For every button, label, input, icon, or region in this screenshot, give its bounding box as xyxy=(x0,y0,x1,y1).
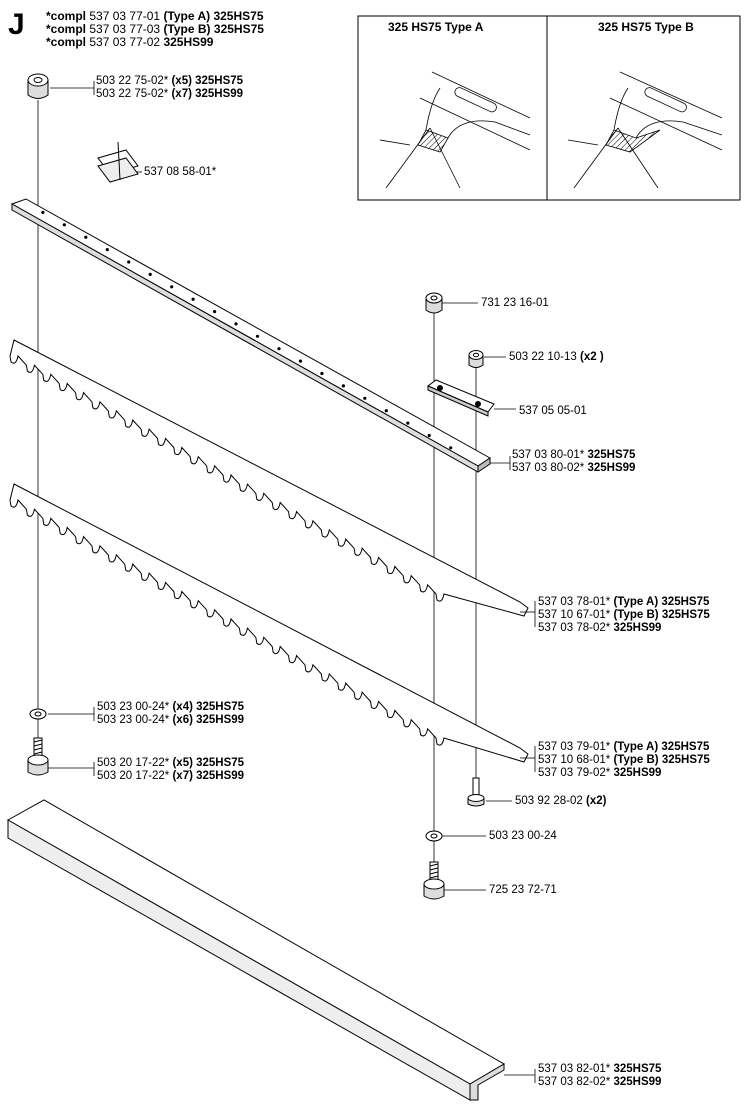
callout-screw-small: 503 92 28-02 (x2) xyxy=(515,795,607,807)
bracket xyxy=(427,379,495,417)
screw-right xyxy=(423,861,445,900)
nut-small xyxy=(468,350,484,368)
type-a-sketch xyxy=(379,71,531,189)
type-b-title: 325 HS75 Type B xyxy=(598,20,694,34)
callout-bar: 537 03 80-01* 325HS75 537 03 80-02* 325H… xyxy=(512,449,636,474)
callout-clip: 537 08 58-01* xyxy=(144,166,217,178)
callout-blade-upper: 537 03 78-01* (Type A) 325HS75 537 10 67… xyxy=(538,596,710,634)
callout-screw-left: 503 20 17-22* (x5) 325HS75 503 20 17-22*… xyxy=(97,757,245,782)
screw-left xyxy=(27,737,49,776)
callout-nut-right: 731 23 16-01 xyxy=(481,297,549,309)
nut-top-left xyxy=(27,73,49,99)
blade-guard xyxy=(6,799,505,1101)
compl-line-2: *compl 537 03 77-03 (Type B) 325HS75 xyxy=(46,22,264,36)
screw-small xyxy=(467,777,485,807)
clip xyxy=(97,141,139,183)
type-a-title: 325 HS75 Type A xyxy=(388,20,484,34)
washer-right xyxy=(425,830,443,842)
callout-nut-top: 503 22 75-02* (x5) 325HS75 503 22 75-02*… xyxy=(96,75,244,100)
nut-right xyxy=(425,292,443,314)
callout-guard: 537 03 82-01* 325HS75 537 03 82-02* 325H… xyxy=(538,1063,662,1088)
blade-upper xyxy=(9,339,529,617)
type-inset-box xyxy=(357,15,741,201)
leader-lines xyxy=(48,81,536,1083)
callout-nut-small: 503 22 10-13 (x2 ) xyxy=(509,351,604,363)
callout-screw-right: 725 23 72-71 xyxy=(489,884,557,896)
callout-blade-lower: 537 03 79-01* (Type A) 325HS75 537 10 68… xyxy=(538,741,710,779)
section-letter: J xyxy=(8,8,25,41)
pressure-bar xyxy=(10,198,491,473)
type-b-sketch xyxy=(567,71,723,189)
compl-line-3: *compl 537 03 77-02 325HS99 xyxy=(46,35,214,49)
compl-line-1: *compl 537 03 77-01 (Type A) 325HS75 xyxy=(46,9,264,23)
callout-washer-right: 503 23 00-24 xyxy=(489,830,557,842)
callout-washer-left: 503 23 00-24* (x4) 325HS75 503 23 00-24*… xyxy=(97,701,245,726)
blade-lower xyxy=(9,483,529,763)
callout-bracket: 537 05 05-01 xyxy=(519,405,587,417)
washer-left xyxy=(29,708,47,720)
